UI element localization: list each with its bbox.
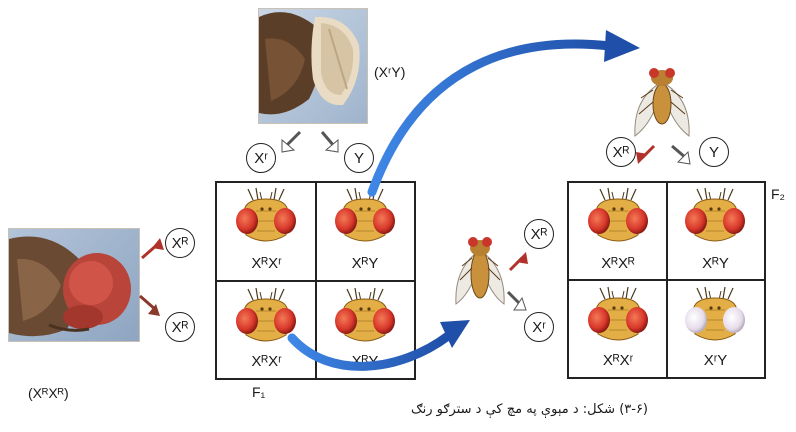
f2-top-gamete-x: Xᴿ	[606, 137, 636, 167]
f1-gamete-x-red: Xᴿ	[524, 219, 554, 249]
figure-caption: (۳-۶) شکل: د مېوې په مچ کې د سترګو رنګ	[410, 402, 648, 417]
red-eyed-head-icon	[335, 287, 395, 342]
f2-label: F₂	[771, 186, 785, 202]
red-arrow-icon	[141, 242, 159, 260]
red-eyed-head-icon	[685, 187, 745, 242]
f1-fly-icon	[455, 237, 505, 305]
red-eyed-head-icon	[236, 287, 296, 342]
white-eyed-head-icon	[685, 286, 745, 341]
f2-punnett-square: XᴿXᴿ XᴿY XᴿXʳ XʳY	[567, 181, 766, 379]
blue-arrowhead-icon	[440, 320, 470, 348]
red-arrow-icon	[139, 294, 157, 312]
f1-genotype: XᴿY	[351, 255, 379, 272]
f1-punnett-square: XᴿXʳ XᴿY XᴿXʳ XᴿY	[215, 181, 416, 380]
red-eyed-head-icon	[588, 286, 648, 341]
blue-arrowhead-icon	[604, 30, 640, 62]
hollow-arrow-icon	[284, 130, 302, 148]
male-genotype: (XʳY)	[374, 64, 406, 80]
f1-cell: XᴿXʳ	[217, 281, 316, 378]
f1-gamete-x-white: Xʳ	[524, 312, 554, 342]
f1-genotype: XᴿXʳ	[251, 353, 282, 370]
hollow-arrow-icon	[671, 144, 687, 160]
red-eyed-head-icon	[588, 187, 648, 242]
f1-label: F₁	[252, 384, 266, 400]
male-fly-photo	[258, 8, 368, 124]
f2-genotype: XᴿY	[702, 255, 729, 272]
f1-cell: XᴿY	[316, 281, 414, 378]
f1-genotype: XᴿXʳ	[251, 255, 282, 272]
female-genotype: (XᴿXᴿ)	[28, 385, 69, 401]
grid-divider	[569, 279, 764, 281]
red-eyed-head-icon	[236, 187, 296, 242]
red-arrow-icon	[640, 144, 656, 160]
red-eyed-head-icon	[335, 187, 395, 242]
male-gamete-x: Xʳ	[246, 143, 276, 173]
f2-cell: XᴿXʳ	[569, 280, 667, 377]
f2-top-gamete-y: Y	[699, 137, 729, 167]
f2-cell: XᴿY	[667, 183, 764, 280]
f2-cell: XʳY	[667, 280, 764, 377]
f1-cell: XᴿY	[316, 183, 414, 281]
f1-genotype: XᴿY	[351, 353, 379, 370]
male-gamete-y: Y	[344, 143, 374, 173]
blue-arrow-icon	[367, 39, 615, 197]
f1-cell: XᴿXʳ	[217, 183, 316, 281]
hollow-arrow-icon	[320, 131, 336, 147]
f2-genotype: XᴿXʳ	[602, 352, 634, 369]
female-gamete-x-top: Xᴿ	[165, 228, 195, 258]
f2-genotype: XᴿXᴿ	[601, 255, 635, 272]
red-arrow-icon	[508, 256, 524, 272]
female-gamete-x-bottom: Xᴿ	[165, 312, 195, 342]
f2-male-fly-icon	[634, 68, 690, 137]
female-fly-photo	[8, 228, 140, 342]
grid-divider	[217, 280, 414, 282]
f2-genotype: XʳY	[703, 352, 728, 369]
f2-cell: XᴿXᴿ	[569, 183, 667, 280]
hollow-arrow-icon	[506, 290, 524, 308]
